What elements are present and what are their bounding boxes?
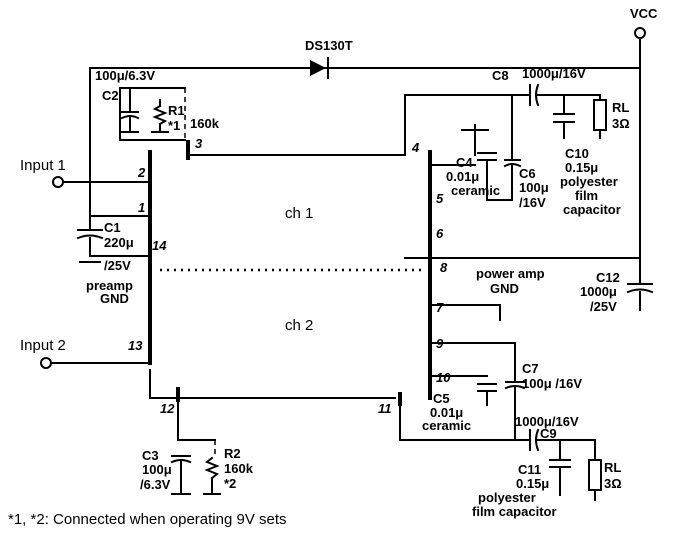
c4-name: C4 [456,155,473,170]
c10-type-1: polyester [560,174,618,189]
c1-name: C1 [104,220,121,235]
ch2-label: ch 2 [285,317,313,334]
r1-note: *1 [168,118,180,133]
pin-9: 9 [436,336,444,351]
c11-type-1: polyester [478,490,536,505]
c1-value: 220μ [104,235,134,250]
c12-voltage: /25V [590,299,617,314]
vcc-rail [89,27,646,259]
pin-6: 6 [436,226,444,241]
pin-5: 5 [436,191,444,206]
r2-name: R2 [224,446,241,461]
c7-value: 100μ /16V [522,376,582,391]
c6-name: C6 [519,166,536,181]
rl1-name: RL [612,100,629,115]
r2-note: *2 [224,476,236,491]
c9-value: 1000μ/16V [515,414,579,429]
c10-type-2: film [575,188,598,203]
c12-capacitor [626,257,654,311]
input-2-label: Input 2 [20,337,66,354]
output-1-network [514,83,607,139]
r1-value: 160k [190,116,220,131]
c3-name: C3 [142,448,159,463]
diode-ds130t [310,57,329,79]
c2-r1-network [119,87,186,141]
pin-12: 12 [160,401,175,416]
pin-11: 11 [378,401,392,416]
rl1-value: 3Ω [612,116,630,131]
preamp-gnd-2: GND [100,291,129,306]
c3-voltage: /6.3V [140,477,171,492]
vcc-label: VCC [630,6,658,21]
c10-name: C10 [565,146,589,161]
pin-10: 10 [436,370,451,385]
c9-name: C9 [540,426,557,441]
pin-13: 13 [128,338,143,353]
output-2-network [399,405,602,501]
c1-capacitor [76,67,151,263]
c12-value: 1000μ [580,284,617,299]
c6-value: 100μ [519,180,549,195]
c5-name: C5 [433,391,450,406]
right-pin-ticks [398,160,432,406]
power-gnd-2: GND [490,281,519,296]
c10-value: 0.15μ [565,160,598,175]
c4-c6-network [429,94,522,201]
pin-2: 2 [137,165,146,180]
footnote: *1, *2: Connected when operating 9V sets [8,511,287,528]
input-1-line [52,176,151,188]
c10-type-3: capacitor [563,202,621,217]
r1-name: R1 [168,103,185,118]
input-1-label: Input 1 [20,157,66,174]
rl2-name: RL [604,460,621,475]
c2-name: C2 [102,88,119,103]
c5-c7-network [429,342,526,441]
c6-voltage: /16V [519,195,546,210]
input-2-line [40,357,151,369]
c4-value: 0.01μ [446,169,479,184]
c11-name: C11 [518,462,541,477]
ch1-label: ch 1 [285,205,313,222]
c3-r2-network [170,401,221,495]
c11-type-2: film capacitor [472,504,557,519]
c3-value: 100μ [142,462,172,477]
pin-7: 7 [436,300,444,315]
pin-14: 14 [152,238,167,253]
preamp-gnd-1: preamp [86,278,133,293]
ic-outline [148,94,516,400]
c8-name: C8 [492,68,509,83]
c1-voltage: /25V [104,258,131,273]
c11-value: 0.15μ [516,476,549,491]
diode-label: DS130T [305,38,353,53]
c2-value: 100μ/6.3V [95,68,155,83]
pin-8: 8 [440,260,448,275]
power-ground [429,304,501,321]
c5-type: ceramic [422,418,471,433]
c4-type: ceramic [451,183,500,198]
rl2-value: 3Ω [604,476,622,491]
pin-1: 1 [138,200,145,215]
power-gnd-1: power amp [476,266,545,281]
pin-3: 3 [195,136,203,151]
c12-name: C12 [596,270,620,285]
c8-value: 1000μ/16V [522,66,586,81]
c7-name: C7 [522,361,539,376]
pin-4: 4 [411,140,420,155]
c5-value: 0.01μ [430,405,463,420]
left-pin-ticks [148,176,180,402]
r2-value: 160k [224,461,254,476]
